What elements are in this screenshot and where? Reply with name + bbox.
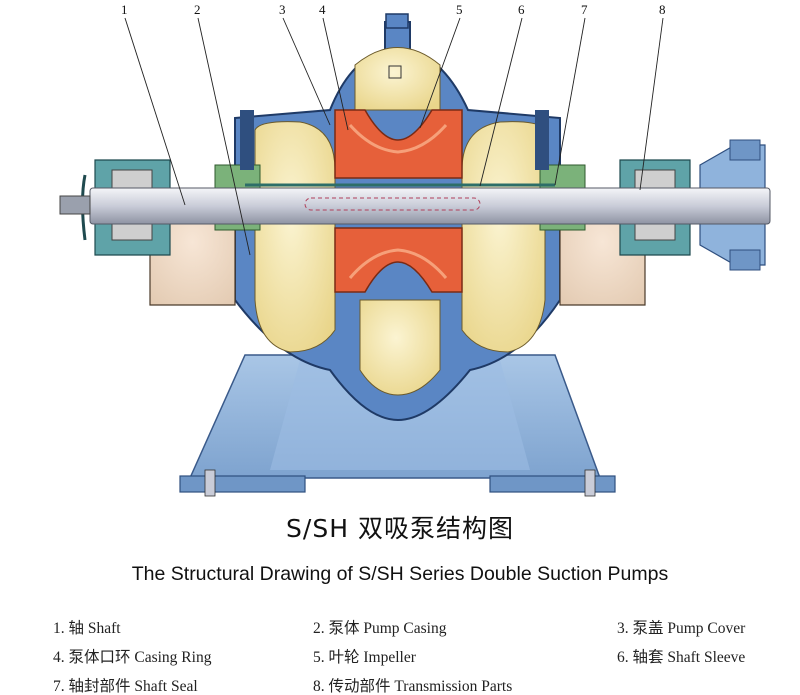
legend-item-shaft-seal: 7. 轴封部件 Shaft Seal — [53, 678, 198, 695]
callout-2: 2 — [194, 2, 201, 17]
impeller — [334, 109, 463, 293]
callout-4: 4 — [319, 2, 326, 17]
shaft — [59, 187, 771, 225]
callout-6: 6 — [518, 2, 525, 17]
title-chinese: S/SH 双吸泵结构图 — [286, 514, 514, 543]
legend-item-casing-ring: 4. 泵体口环 Casing Ring — [53, 649, 212, 666]
left-bearing-housing — [81, 159, 236, 306]
legend-item-shaft: 1. 轴 Shaft — [53, 620, 121, 637]
legend-item-transmission-parts: 8. 传动部件 Transmission Parts — [313, 678, 513, 695]
legend-item-pump-cover: 3. 泵盖 Pump Cover — [617, 620, 746, 637]
callout-7: 7 — [581, 2, 588, 17]
title-english: The Structural Drawing of S/SH Series Do… — [131, 563, 669, 585]
callout-1: 1 — [121, 2, 128, 17]
legend-item-shaft-sleeve: 6. 轴套 Shaft Sleeve — [617, 649, 746, 666]
legend-item-impeller: 5. 叶轮 Impeller — [313, 649, 416, 666]
callout-3: 3 — [279, 2, 286, 17]
callout-lines — [124, 17, 664, 256]
pump-structure-diagram: 1 2 3 4 5 6 7 8 — [59, 2, 771, 497]
callout-8: 8 — [659, 2, 666, 17]
callout-5: 5 — [456, 2, 463, 17]
legend-item-pump-casing: 2. 泵体 Pump Casing — [313, 620, 447, 637]
